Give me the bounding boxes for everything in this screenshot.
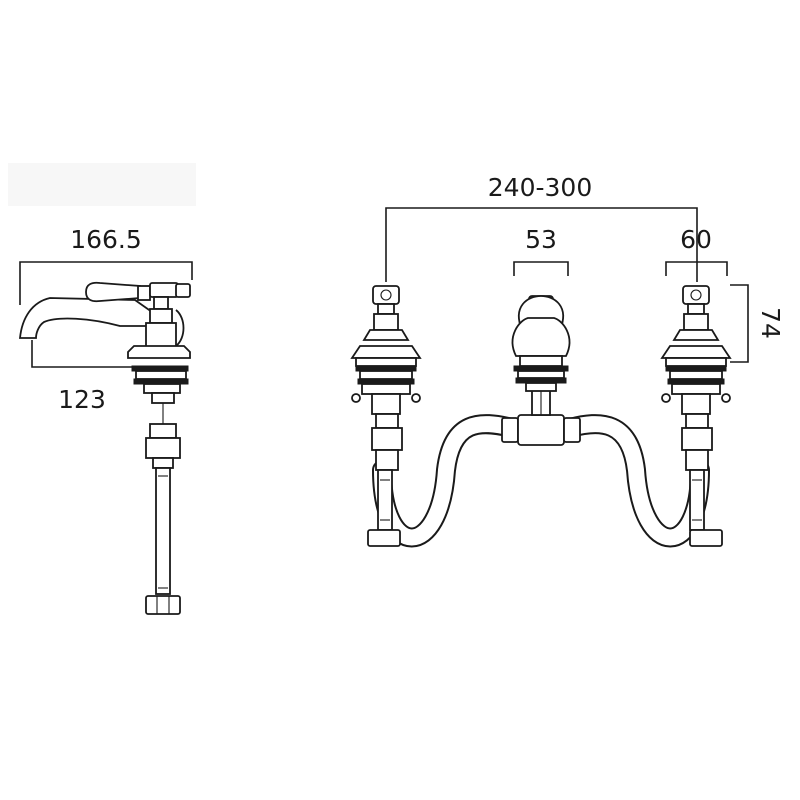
- dimension-label-53: 53: [525, 225, 557, 254]
- dimension-line-53: [513, 261, 569, 276]
- left-tap: [350, 285, 422, 547]
- dimension-line-166-5: [19, 261, 193, 305]
- dimension-label-240-300: 240-300: [488, 173, 592, 202]
- center-spout: [511, 295, 571, 415]
- side-spout: [19, 297, 153, 339]
- dimension-label-60: 60: [680, 225, 712, 254]
- front-view-tap-set: 240-300 53 60 74: [350, 173, 785, 548]
- dimension-line-240-300: [385, 207, 698, 282]
- right-tap: [660, 285, 732, 547]
- tee-junction: [501, 387, 581, 446]
- dimension-label-166-5: 166.5: [70, 225, 142, 254]
- dimension-label-123: 123: [58, 385, 106, 414]
- side-view-tap: 166.5 123: [19, 225, 193, 615]
- dimension-line-60: [665, 261, 728, 276]
- dimension-label-74: 74: [756, 307, 785, 339]
- header-panel: [8, 163, 196, 206]
- dimension-line-123: [31, 340, 148, 368]
- side-lever-handle: [85, 281, 141, 303]
- dimension-line-74: [730, 284, 749, 363]
